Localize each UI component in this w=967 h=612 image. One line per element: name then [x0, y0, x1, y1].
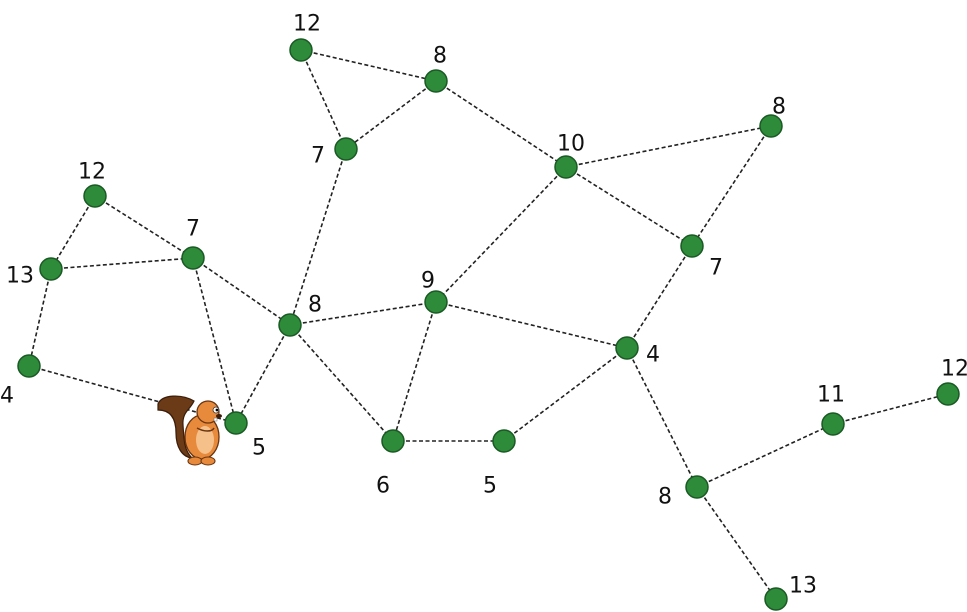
edge-n7-n8 [50, 257, 194, 270]
edge-n19-n17 [696, 423, 834, 488]
node-n16[interactable] [492, 429, 516, 453]
node-label-n11: 9 [421, 269, 435, 294]
node-n4[interactable] [554, 155, 578, 179]
edge-n11-n12 [435, 301, 628, 349]
node-label-n6: 12 [78, 160, 106, 185]
edge-n16-n12 [503, 347, 628, 442]
node-n13[interactable] [17, 354, 41, 378]
edge-n7-n13 [28, 268, 52, 367]
edge-n12-n19 [626, 347, 698, 488]
node-n11[interactable] [424, 290, 448, 314]
node-label-n16: 5 [483, 474, 497, 499]
edge-n9-n12 [626, 245, 693, 349]
node-label-n10: 8 [308, 293, 322, 318]
node-label-n13: 4 [0, 384, 14, 409]
node-label-n1: 12 [293, 12, 321, 37]
edge-n2-n3 [345, 80, 437, 150]
edge-n8-n14 [192, 257, 237, 424]
labels-layer: 12 8 7 10 8 12 13 7 7 8 9 4 4 5 6 5 11 12 8 13 [0, 12, 967, 599]
node-n2[interactable] [424, 69, 448, 93]
edge-n17-n18 [832, 393, 949, 425]
node-n8[interactable] [181, 246, 205, 270]
node-label-n19: 8 [658, 485, 672, 510]
node-n17[interactable] [821, 412, 845, 436]
node-label-n7: 13 [6, 264, 34, 289]
edge-n4-n9 [565, 166, 693, 247]
node-n1[interactable] [289, 38, 313, 62]
edge-n10-n11 [289, 301, 437, 326]
edge-n11-n15 [392, 301, 437, 442]
node-n3[interactable] [334, 137, 358, 161]
node-n7[interactable] [39, 257, 63, 281]
node-n10[interactable] [278, 313, 302, 337]
edge-n5-n9 [691, 125, 772, 247]
node-label-n12: 4 [646, 343, 660, 368]
node-n18[interactable] [936, 382, 960, 406]
node-label-n5: 8 [772, 95, 786, 120]
nodes-layer [17, 38, 960, 611]
node-label-n15: 6 [376, 474, 390, 499]
node-label-n2: 8 [433, 44, 447, 69]
node-n5[interactable] [759, 114, 783, 138]
node-label-n8: 7 [186, 217, 200, 242]
node-n12[interactable] [615, 336, 639, 360]
edge-n10-n14 [235, 324, 291, 424]
edges-layer [28, 49, 949, 600]
node-label-n14: 5 [252, 436, 266, 461]
edge-n10-n15 [289, 324, 394, 442]
node-n15[interactable] [381, 429, 405, 453]
node-label-n9: 7 [709, 256, 723, 281]
edge-n19-n20 [696, 486, 777, 600]
edge-n4-n5 [565, 125, 772, 168]
node-n19[interactable] [685, 475, 709, 499]
beaver-icon [157, 395, 222, 466]
node-n9[interactable] [680, 234, 704, 258]
edge-n8-n10 [192, 257, 291, 326]
edge-n3-n10 [289, 148, 347, 326]
node-label-n20: 13 [789, 574, 817, 599]
node-label-n4: 10 [557, 132, 585, 157]
node-label-n17: 11 [817, 383, 845, 408]
node-label-n3: 7 [311, 144, 325, 169]
node-n14[interactable] [224, 411, 248, 435]
edge-n6-n7 [50, 195, 96, 270]
edge-n1-n3 [300, 49, 347, 150]
edge-n2-n4 [435, 80, 567, 168]
edge-n1-n2 [300, 49, 437, 82]
edge-n6-n8 [94, 195, 194, 259]
node-n20[interactable] [764, 587, 788, 611]
node-label-n18: 12 [941, 357, 967, 382]
node-n6[interactable] [83, 184, 107, 208]
edge-n4-n11 [435, 166, 567, 303]
